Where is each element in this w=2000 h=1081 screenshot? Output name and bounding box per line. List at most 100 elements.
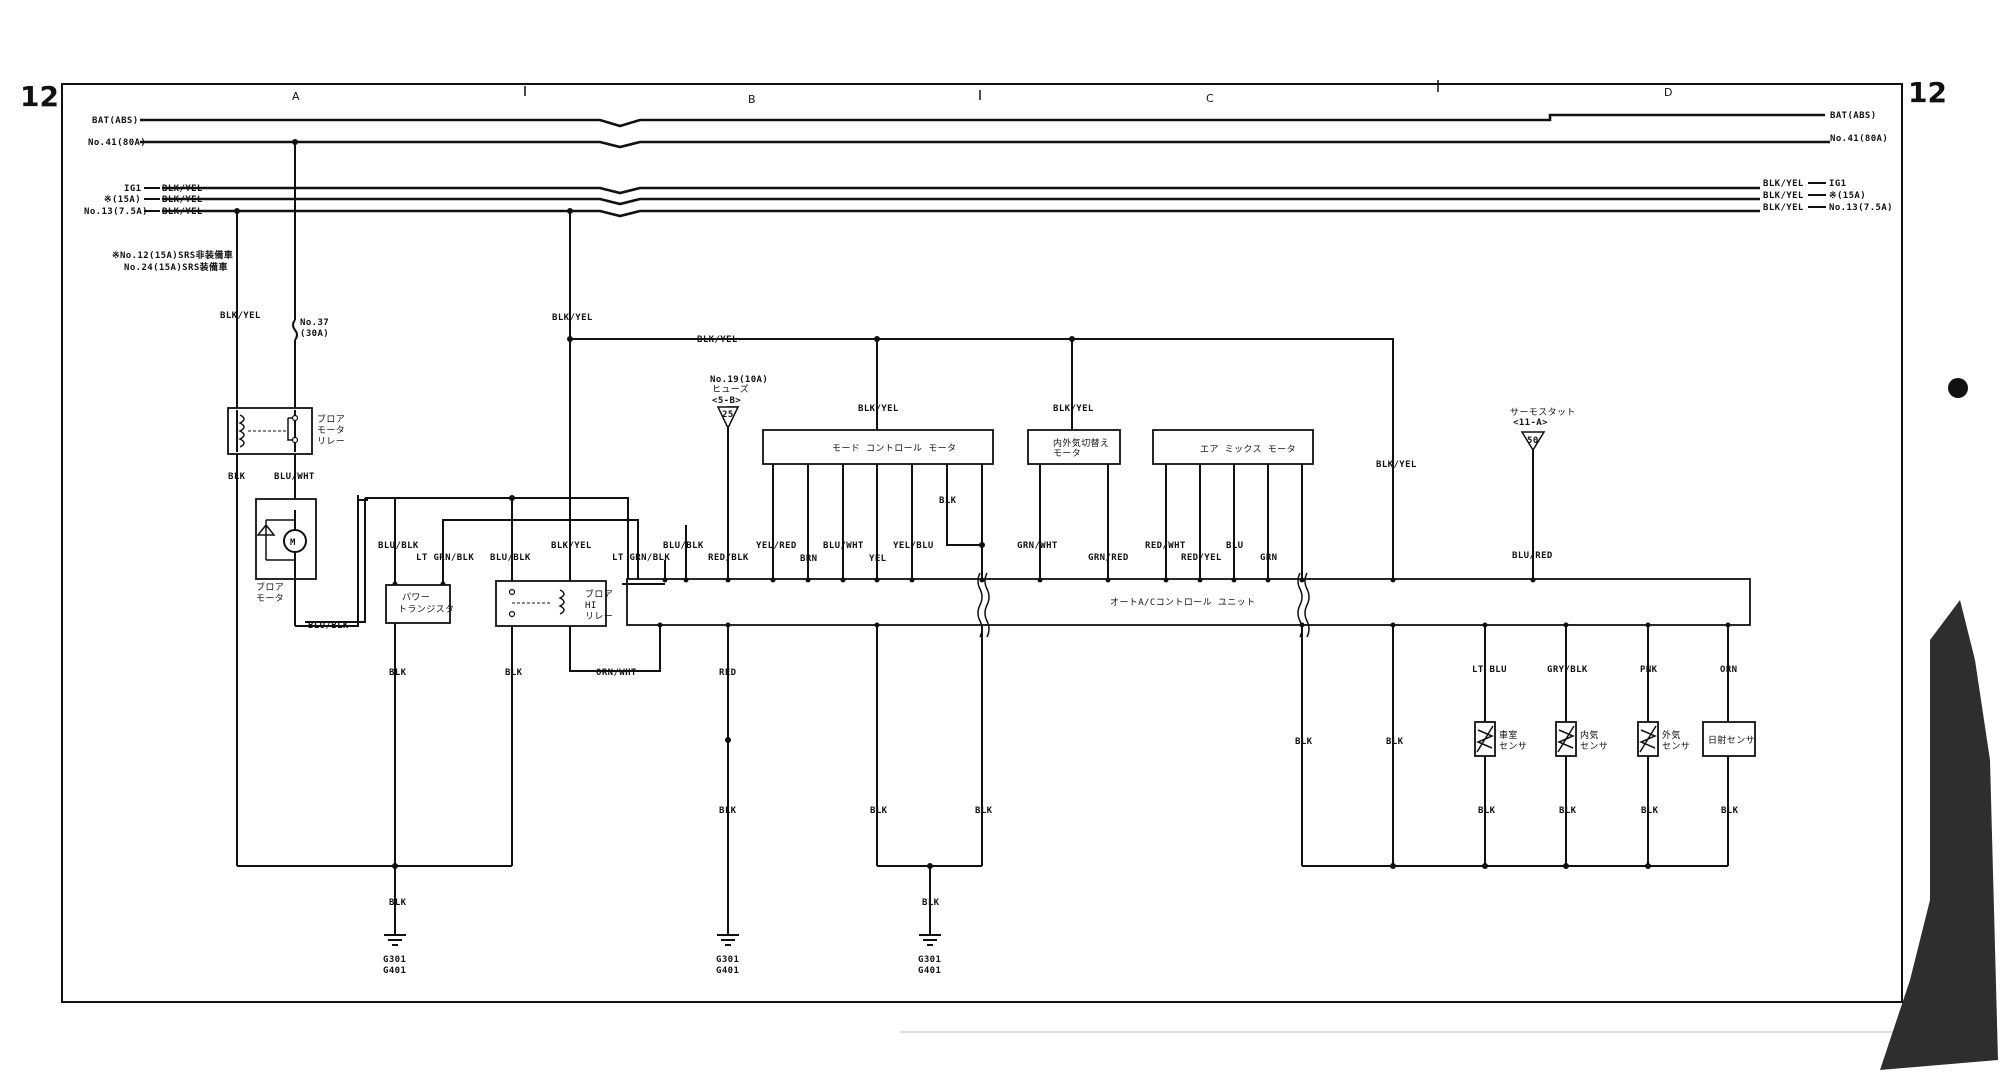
wire-blk-s1: BLK [1478, 806, 1496, 816]
wire-grnwht: GRN/WHT [1017, 541, 1058, 551]
wire-yelblu: YEL/BLU [893, 541, 934, 551]
incar-sensor-label-2: センサ [1499, 741, 1527, 752]
power-buses [140, 113, 1830, 218]
recirc-motor-label-1: 内外気切替え [1053, 437, 1109, 449]
bus-label-no13-right: No.13(7.5A) [1829, 203, 1893, 213]
wire-blkyel-relay: BLK/YEL [551, 541, 592, 551]
section-c: C [1206, 92, 1214, 105]
wire-ltgrnblk-unit: LT GRN/BLK [612, 553, 670, 563]
wire-red: RED [719, 668, 737, 678]
bus-label-bat-right: BAT(ABS) [1830, 111, 1877, 121]
wire-redyel: RED/YEL [1181, 553, 1222, 563]
mode-motor-label: モード コントロール モータ [832, 443, 956, 454]
inner-sensor-label-2: センサ [1580, 741, 1608, 752]
fuse-no37: No.37 [300, 318, 329, 328]
wire-blk-b1: BLK [870, 806, 888, 816]
section-b: B [748, 93, 756, 106]
blower-circuit: M [227, 139, 368, 866]
sun-sensor-label: 日射センサ [1708, 734, 1755, 746]
bus-wire-blkyel-2: BLK/YEL [162, 195, 203, 205]
wire-grnred: GRN/RED [1088, 553, 1129, 563]
hi-relay-label-2: HI [585, 601, 597, 611]
wire-blk-b2: BLK [975, 806, 993, 816]
incar-sensor-label-1: 車室 [1499, 729, 1518, 741]
blower-motor-symbol: M [290, 538, 296, 548]
page-number-left: 12 [20, 80, 59, 113]
fuse-no19-ref: <5-B> [712, 396, 741, 406]
ground3-g401: G401 [918, 966, 941, 976]
auto-ac-control-unit [626, 578, 1751, 626]
wire-ltblu: LT BLU [1472, 665, 1507, 675]
recirc-control-motor [1027, 429, 1121, 465]
thermostat-ref: <11-A> [1513, 418, 1548, 428]
wire-blublk-unit: BLU/BLK [663, 541, 704, 551]
wire-gryblk: GRY/BLK [1547, 665, 1588, 675]
bus-label-ig1-left: IG1 [124, 184, 141, 194]
wire-orn: ORN [1720, 665, 1737, 675]
wire-redblk: RED/BLK [708, 553, 749, 563]
wire-blk-gnd2: BLK [719, 806, 737, 816]
wire-blk-mode: BLK [939, 496, 957, 506]
control-unit-label: オートA/Cコントロール ユニット [1110, 597, 1255, 608]
wire-yel: YEL [869, 554, 887, 564]
fuse-no19-type: ヒューズ [712, 383, 749, 395]
wire-bluwht-mode: BLU/WHT [823, 541, 864, 551]
thermostat-conn: 50 [1527, 436, 1539, 446]
wire-blk-d2: BLK [1386, 737, 1404, 747]
wire-blk-s2: BLK [1559, 806, 1577, 816]
page-frame [61, 83, 1903, 1003]
section-d: D [1664, 86, 1672, 99]
wire-blk-a1: BLK [228, 472, 246, 482]
wire-blkyel-b: BLK/YEL [552, 313, 593, 323]
inner-sensor-label-1: 内気 [1580, 729, 1599, 741]
wire-blk-relay: BLK [505, 668, 523, 678]
wire-blkyel-unit: BLK/YEL [1376, 460, 1417, 470]
wire-blured: BLU/RED [1512, 551, 1553, 561]
wire-yelred: YEL/RED [756, 541, 797, 551]
wire-brn: BRN [800, 554, 817, 564]
bus-label-15a-left: ※(15A) [104, 195, 141, 205]
bus-label-no41-right: No.41(80A) [1830, 134, 1888, 144]
wire-blk-pt: BLK [389, 668, 407, 678]
hi-relay-label-3: リレー [585, 612, 613, 622]
wire-ltgrnblk-pt: LT GRN/BLK [416, 553, 474, 563]
wire-blk-gnd1: BLK [389, 898, 407, 908]
wire-blk-s4: BLK [1721, 806, 1739, 816]
scan-edge-shadow [1880, 600, 1998, 1070]
fuse-no19: No.19(10A) [710, 375, 768, 385]
fuse-no19-conn: 25 [722, 410, 734, 420]
ground2-g301: G301 [716, 955, 739, 965]
note-srs-line1: ※No.12(15A)SRS非装備車 [112, 249, 233, 261]
airmix-motor-label: エア ミックス モータ [1200, 444, 1296, 455]
bus-label-ig1-right: IG1 [1829, 179, 1846, 189]
wire-blublk-pt: BLU/BLK [378, 541, 419, 551]
page-number-right: 12 [1908, 76, 1947, 109]
bus-label-bat-left: BAT(ABS) [92, 116, 139, 126]
bus-wire-blkyel-r2: BLK/YEL [1763, 191, 1804, 201]
blower-motor-label-1: ブロア [256, 581, 284, 593]
bus-wire-blkyel-3: BLK/YEL [162, 207, 203, 217]
bus-wire-blkyel-r1: BLK/YEL [1763, 179, 1804, 189]
recirc-motor-label-2: モータ [1053, 448, 1081, 459]
wire-blkyel-a: BLK/YEL [220, 311, 261, 321]
wire-blkyel-mode: BLK/YEL [858, 404, 899, 414]
wire-blk-s3: BLK [1641, 806, 1659, 816]
blower-motor-label-2: モータ [256, 593, 284, 604]
ground3-g301: G301 [918, 955, 941, 965]
fuse-no37-rating: (30A) [300, 329, 329, 339]
blower-relay-label-3: リレー [317, 437, 345, 447]
note-srs-line2: No.24(15A)SRS装備車 [124, 261, 228, 273]
blower-relay-label-1: ブロア [317, 413, 345, 425]
wire-blu: BLU [1226, 541, 1243, 551]
bus-label-15a-right: ※(15A) [1829, 191, 1866, 201]
control-unit-circuit [570, 336, 1756, 946]
wire-blkyel-trunk: BLK/YEL [697, 335, 738, 345]
bus-label-no13-left: No.13(7.5A) [84, 207, 148, 217]
wire-pnk: PNK [1640, 665, 1658, 675]
wire-ornwht: ORN/WHT [596, 668, 637, 678]
power-transistor-label-1: パワー [402, 592, 430, 603]
ground2-g401: G401 [716, 966, 739, 976]
wire-bluwht-a: BLU/WHT [274, 472, 315, 482]
air-mix-motor [1152, 429, 1314, 465]
